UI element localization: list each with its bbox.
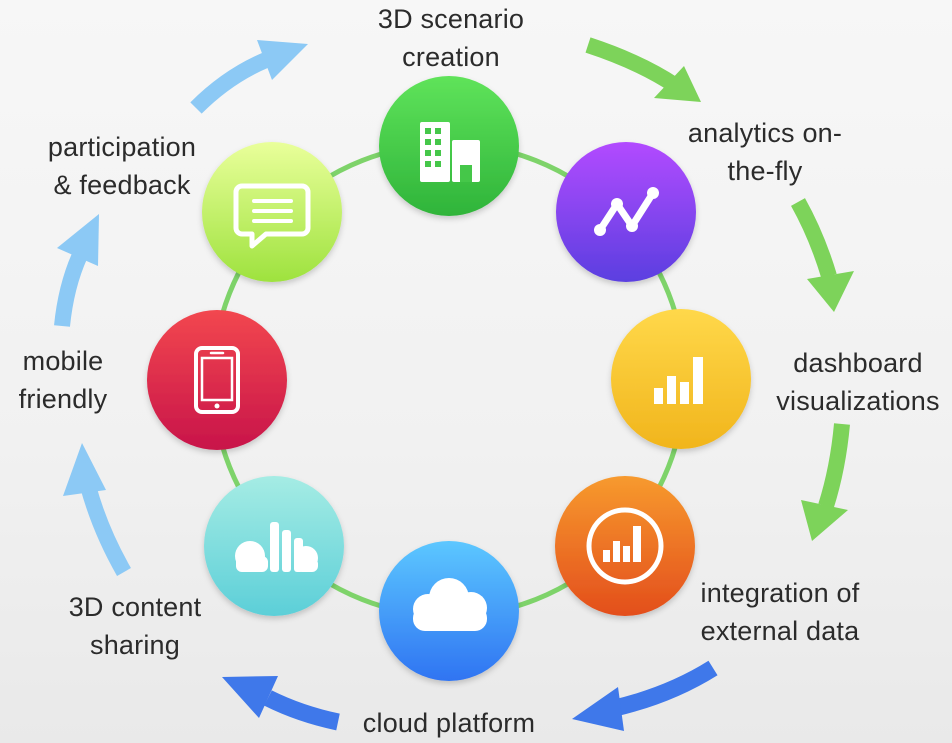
label-scenario-line-1: 3D scenario bbox=[377, 4, 525, 34]
label-mobile-line-1: mobile bbox=[22, 346, 104, 376]
label-integration-line-2: external data bbox=[700, 616, 860, 646]
node-circle-mobile bbox=[147, 310, 287, 450]
arrow-mobile-to-participation bbox=[54, 214, 99, 327]
node-cloud bbox=[379, 541, 519, 681]
bar-chart-icon bbox=[654, 357, 703, 404]
label-analytics-line-2: the-fly bbox=[727, 156, 803, 186]
arrow-participation-to-scenario bbox=[190, 40, 308, 114]
node-analytics bbox=[556, 142, 696, 282]
arrow-dashboard-to-integration bbox=[801, 423, 850, 541]
node-sharing bbox=[204, 476, 344, 616]
label-sharing-line-2: sharing bbox=[90, 630, 180, 660]
chat-bubble-icon bbox=[233, 183, 311, 249]
label-mobile: mobile friendly bbox=[8, 342, 118, 418]
cloud-icon bbox=[413, 578, 487, 631]
label-sharing-line-1: 3D content bbox=[68, 592, 202, 622]
cloud-bars-icon bbox=[235, 522, 318, 572]
arrow-analytics-to-dashboard bbox=[791, 198, 854, 312]
label-mobile-line-2: friendly bbox=[18, 384, 108, 414]
label-integration: integration of external data bbox=[680, 574, 880, 650]
node-participation bbox=[202, 142, 342, 282]
label-analytics: analytics on- the-fly bbox=[660, 114, 870, 190]
label-integration-line-1: integration of bbox=[700, 578, 860, 608]
arrow-integration-to-cloud bbox=[572, 660, 718, 731]
label-participation-line-2: & feedback bbox=[53, 170, 191, 200]
label-cloud: cloud platform bbox=[334, 704, 564, 742]
node-dashboard bbox=[611, 309, 751, 449]
label-analytics-line-1: analytics on- bbox=[687, 118, 843, 148]
arrow-scenario-to-analytics bbox=[585, 37, 701, 102]
label-participation: participation & feedback bbox=[22, 128, 222, 204]
line-chart-icon bbox=[594, 187, 659, 236]
arrow-cloud-to-sharing bbox=[222, 676, 340, 731]
node-circle-dashboard bbox=[611, 309, 751, 449]
label-participation-line-1: participation bbox=[47, 132, 197, 162]
cycle-arrows bbox=[54, 37, 854, 731]
node-scenario bbox=[379, 76, 519, 216]
label-dashboard-line-1: dashboard bbox=[793, 348, 923, 378]
label-dashboard: dashboard visualizations bbox=[758, 344, 952, 420]
node-integration bbox=[555, 476, 695, 616]
arrow-sharing-to-mobile bbox=[63, 443, 131, 576]
label-cloud-line-1: cloud platform bbox=[362, 708, 536, 738]
label-dashboard-line-2: visualizations bbox=[776, 386, 940, 416]
node-mobile bbox=[147, 310, 287, 450]
building-icon bbox=[420, 122, 480, 182]
circle-bar-chart-icon bbox=[586, 507, 664, 585]
tablet-icon bbox=[194, 346, 240, 414]
label-scenario-line-2: creation bbox=[402, 42, 500, 72]
label-sharing: 3D content sharing bbox=[40, 588, 230, 664]
label-scenario: 3D scenario creation bbox=[346, 0, 556, 76]
